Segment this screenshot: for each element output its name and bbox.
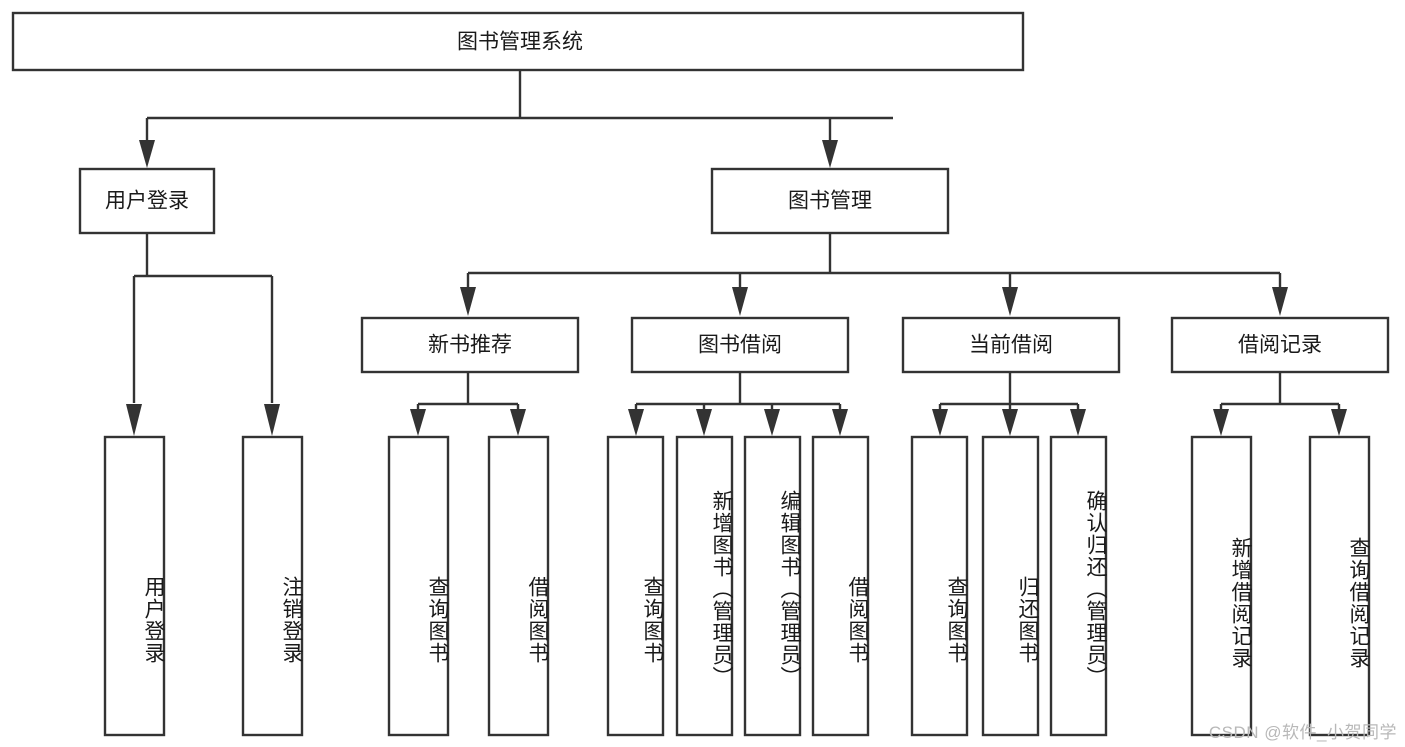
node-new-book-recommend-box[interactable] xyxy=(360,316,580,374)
arrow-head-leaf-query-book-2 xyxy=(628,409,644,436)
connector-group-current-borrow xyxy=(932,372,1086,436)
arrow-head-leaf-add-record xyxy=(1213,409,1229,436)
connector-group-borrow-record xyxy=(1213,372,1347,436)
arrow-head-leaf-query-book-1 xyxy=(410,409,426,436)
node-new-book-recommend[interactable]: 新书推荐 xyxy=(360,316,580,374)
node-borrow-record-label: 借阅记录 xyxy=(1238,334,1322,357)
node-book-borrow[interactable]: 图书借阅 xyxy=(630,316,850,374)
arrow-head-leaf-query-book-3 xyxy=(932,409,948,436)
node-user-login-label: 用户登录 xyxy=(105,190,189,213)
node-current-borrow-box[interactable] xyxy=(901,316,1121,374)
connector-group-new-book-recommend xyxy=(410,372,526,436)
arrow-head-leaf-borrow-book-2 xyxy=(832,409,848,436)
leaf-box-query-record[interactable] xyxy=(1308,435,1371,737)
node-root[interactable]: 图书管理系统 xyxy=(11,11,1025,72)
node-current-borrow-label: 当前借阅 xyxy=(969,334,1053,357)
node-user-login-box[interactable] xyxy=(78,167,216,235)
node-book-borrow-box[interactable] xyxy=(630,316,850,374)
leaf-box-borrow-book-2[interactable] xyxy=(811,435,870,737)
node-book-borrow-label: 图书借阅 xyxy=(698,334,782,357)
arrow-head-current-borrow xyxy=(1002,287,1018,316)
arrow-head-user-login xyxy=(139,140,155,168)
leaf-box-user-login[interactable] xyxy=(103,435,166,737)
arrow-head-leaf-borrow-book-1 xyxy=(510,409,526,436)
leaf-box-edit-book[interactable] xyxy=(743,435,802,737)
leaf-box-confirm-return[interactable] xyxy=(1049,435,1108,737)
node-book-manage[interactable]: 图书管理 xyxy=(710,167,950,235)
arrow-head-leaf-return-book xyxy=(1002,409,1018,436)
csdn-watermark: CSDN @软件_小贺同学 xyxy=(1208,723,1397,742)
node-borrow-record-box[interactable] xyxy=(1170,316,1390,374)
node-root-label: 图书管理系统 xyxy=(457,31,583,54)
node-book-manage-label: 图书管理 xyxy=(788,190,872,213)
connector-group-root xyxy=(139,70,893,168)
arrow-head-leaf-logout-login xyxy=(264,404,280,436)
connector-group-book-manage xyxy=(460,233,1288,316)
arrow-head-leaf-confirm-return xyxy=(1070,409,1086,436)
node-book-manage-box[interactable] xyxy=(710,167,950,235)
arrow-head-book-borrow xyxy=(732,287,748,316)
connector-group-book-borrow xyxy=(628,372,848,436)
leaf-box-add-record[interactable] xyxy=(1190,435,1253,737)
arrow-head-leaf-query-record xyxy=(1331,409,1347,436)
leaf-box-add-book[interactable] xyxy=(675,435,734,737)
leaf-box-query-book-3[interactable] xyxy=(910,435,969,737)
leaf-box-query-book-2[interactable] xyxy=(606,435,665,737)
node-new-book-recommend-label: 新书推荐 xyxy=(428,334,512,357)
leaf-box-return-book[interactable] xyxy=(981,435,1040,737)
leaf-box-query-book-1[interactable] xyxy=(387,435,450,737)
node-root-box[interactable] xyxy=(11,11,1025,72)
node-user-login[interactable]: 用户登录 xyxy=(78,167,216,235)
node-current-borrow[interactable]: 当前借阅 xyxy=(901,316,1121,374)
arrow-head-leaf-edit-book xyxy=(764,409,780,436)
leaf-box-logout-login[interactable] xyxy=(241,435,304,737)
arrow-head-borrow-record xyxy=(1272,287,1288,316)
leaf-box-borrow-book-1[interactable] xyxy=(487,435,550,737)
arrow-head-leaf-add-book xyxy=(696,409,712,436)
node-borrow-record[interactable]: 借阅记录 xyxy=(1170,316,1390,374)
arrow-head-book-manage xyxy=(822,140,838,168)
arrow-head-new-book-recommend xyxy=(460,287,476,316)
connector-group-user-login xyxy=(126,233,280,436)
arrow-head-leaf-user-login xyxy=(126,404,142,436)
